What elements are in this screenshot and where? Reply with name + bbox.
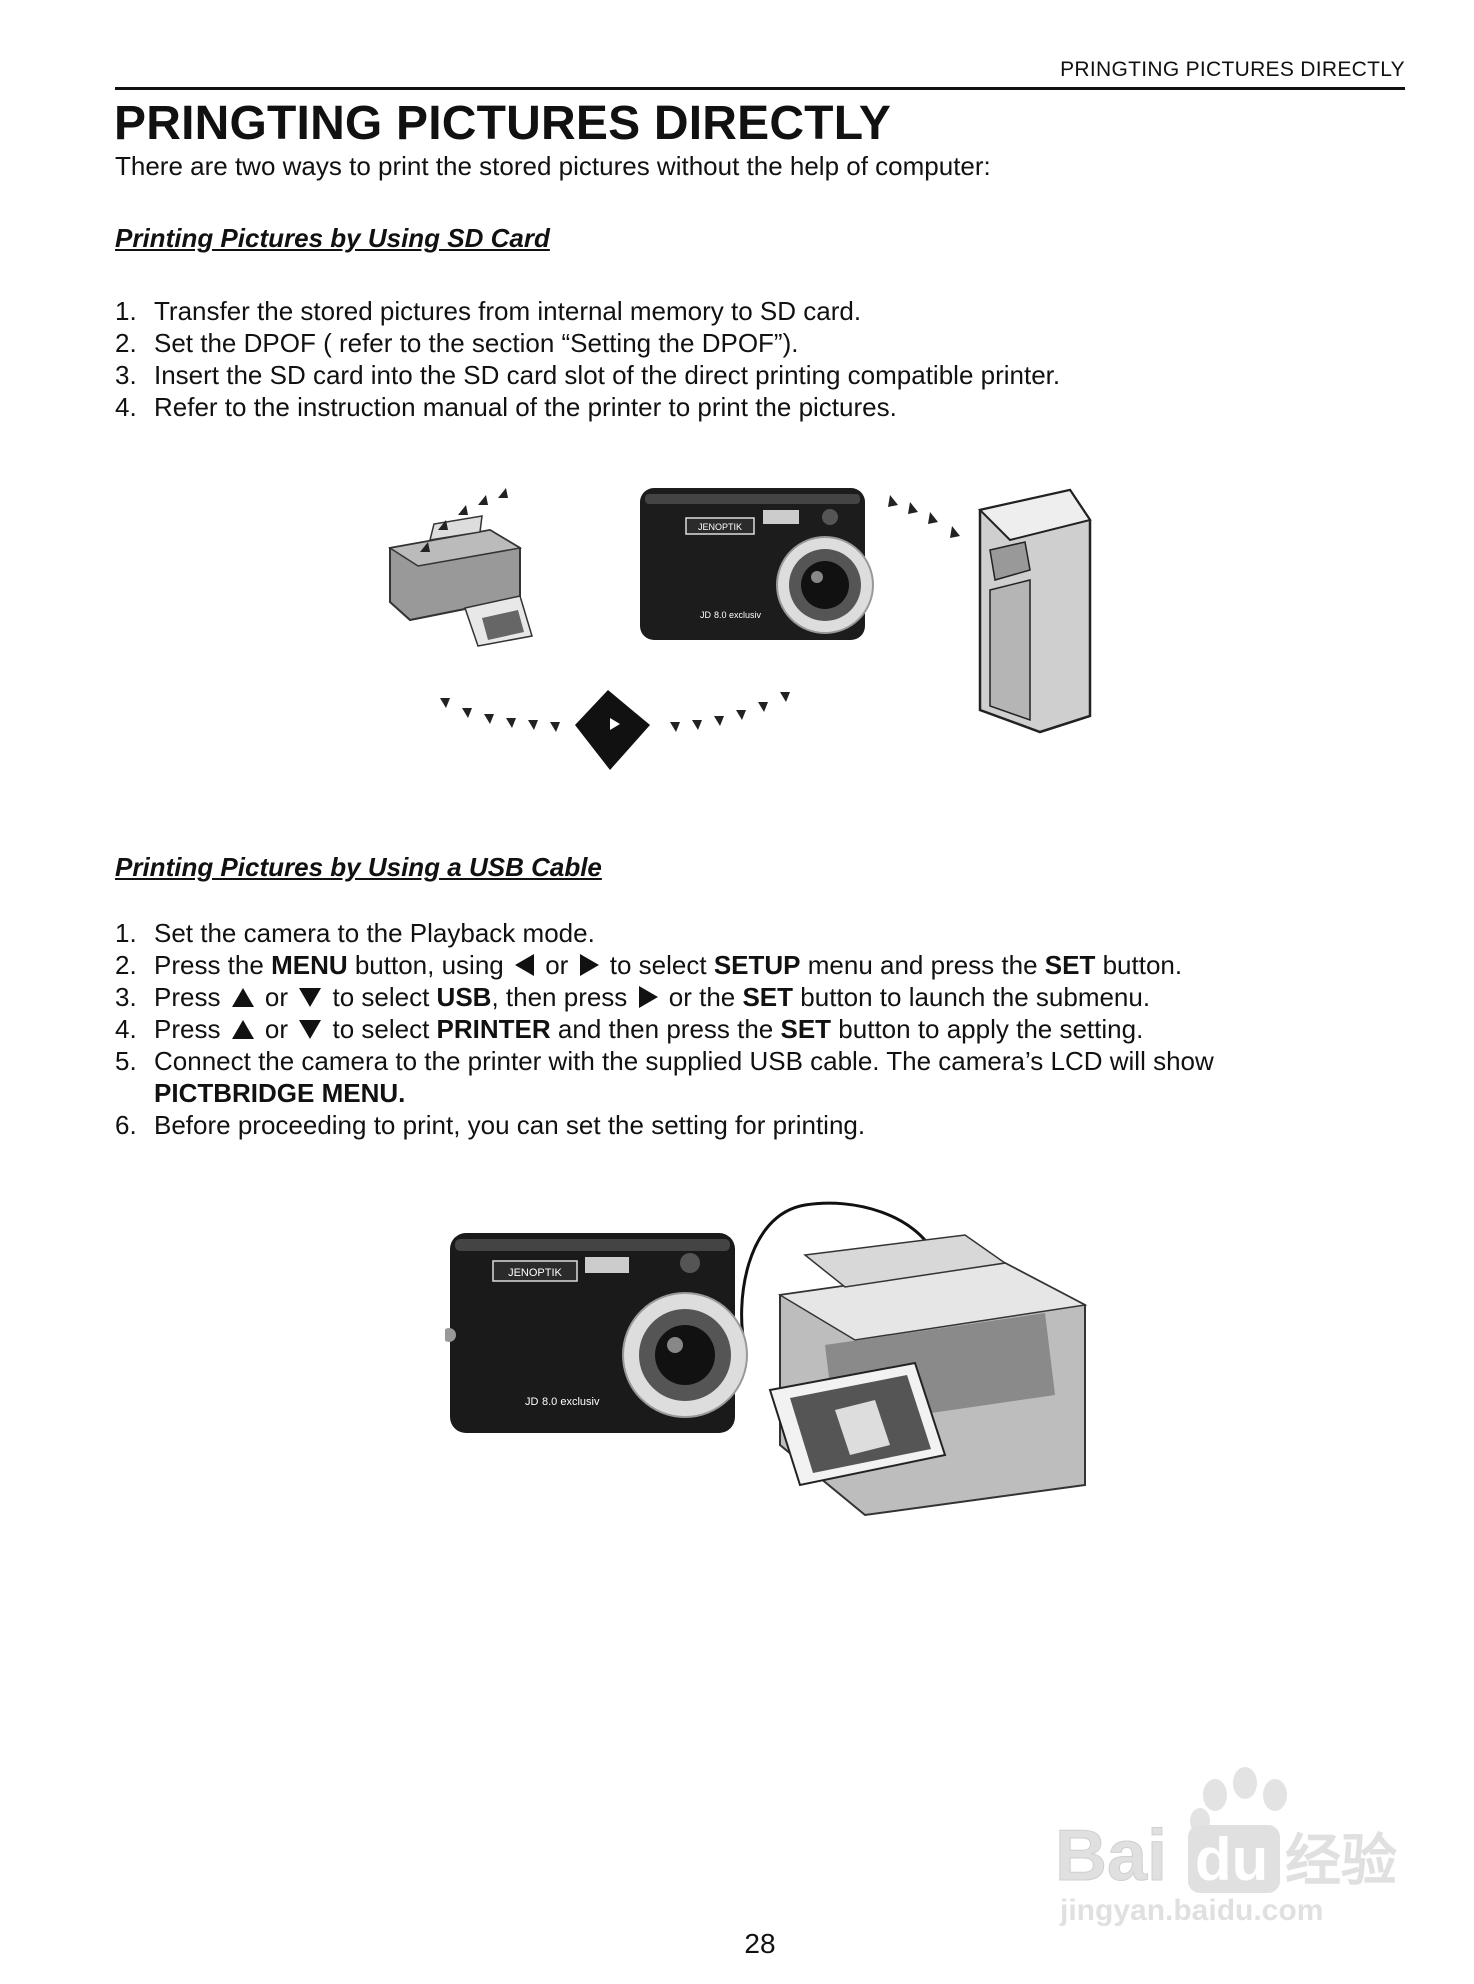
printed-photo-icon: [768, 1361, 947, 1487]
photo-kiosk-icon: [978, 488, 1092, 734]
arrow-marks: [420, 488, 960, 732]
list-item: 3.Press or to select USB, then press or …: [115, 982, 1151, 1012]
usb-cable-icon: [740, 1201, 937, 1348]
sd-steps-list: 1.Transfer the stored pictures from inte…: [115, 295, 1395, 423]
svg-text:jingyan.baidu.com: jingyan.baidu.com: [1059, 1894, 1323, 1927]
sd-printing-illustration: JENOPTIK JD 8.0 exclusiv: [387, 488, 1092, 770]
list-item: 2.Set the DPOF ( refer to the section “S…: [115, 328, 799, 358]
arrow-up-icon: [231, 1019, 254, 1039]
sd-card-icon: [575, 690, 650, 770]
baidu-watermark: Bai du 经验 jingyan.baidu.com: [1055, 1767, 1397, 1927]
svg-text:JENOPTIK: JENOPTIK: [698, 522, 742, 532]
usb-printing-illustration: JENOPTIK JD 8.0 exclusiv: [445, 1201, 1088, 1517]
usb-section-heading: Printing Pictures by Using a USB Cable: [115, 852, 602, 882]
list-item: 5.Connect the camera to the printer with…: [115, 1046, 1214, 1108]
svg-text:du: du: [1195, 1826, 1268, 1893]
list-item: 6.Before proceeding to print, you can se…: [115, 1110, 866, 1140]
arrow-right-icon: [638, 986, 658, 1009]
running-header: PRINGTING PICTURES DIRECTLY: [1060, 58, 1405, 81]
list-item: 4.Press or to select PRINTER and then pr…: [115, 1014, 1144, 1044]
list-item: 1.Transfer the stored pictures from inte…: [115, 296, 862, 326]
arrow-down-icon: [299, 1019, 322, 1039]
list-item: 2.Press the MENU button, using or to sel…: [115, 950, 1183, 980]
usb-steps-list: 1.Set the camera to the Playback mode. 2…: [115, 917, 1405, 1141]
svg-text:Bai: Bai: [1055, 1816, 1167, 1896]
svg-text:JENOPTIK: JENOPTIK: [508, 1267, 562, 1279]
svg-text:8.0 exclusiv: 8.0 exclusiv: [714, 610, 762, 620]
arrow-left-icon: [514, 954, 534, 977]
intro-paragraph: There are two ways to print the stored p…: [115, 151, 991, 181]
arrow-down-icon: [299, 987, 322, 1007]
page-title: PRINGTING PICTURES DIRECTLY: [114, 97, 892, 150]
printer-icon: [387, 515, 533, 647]
header-rule: [115, 87, 1405, 90]
list-item: 4.Refer to the instruction manual of the…: [115, 392, 897, 422]
page-number: 28: [744, 1928, 776, 1959]
svg-text:8.0 exclusiv: 8.0 exclusiv: [542, 1396, 600, 1408]
paw-logo-icon: [1190, 1767, 1287, 1834]
camera-icon: JENOPTIK JD 8.0 exclusiv: [640, 488, 874, 640]
camera-icon: JENOPTIK JD 8.0 exclusiv: [445, 1233, 748, 1433]
svg-text:JD: JD: [525, 1396, 539, 1408]
list-item: 3.Insert the SD card into the SD card sl…: [115, 360, 1061, 390]
arrow-up-icon: [231, 987, 254, 1007]
list-item: 1.Set the camera to the Playback mode.: [115, 918, 595, 948]
sd-section-heading: Printing Pictures by Using SD Card: [115, 223, 550, 253]
svg-text:JD: JD: [700, 610, 712, 620]
svg-text:经验: 经验: [1285, 1829, 1397, 1894]
arrow-right-icon: [579, 954, 599, 977]
